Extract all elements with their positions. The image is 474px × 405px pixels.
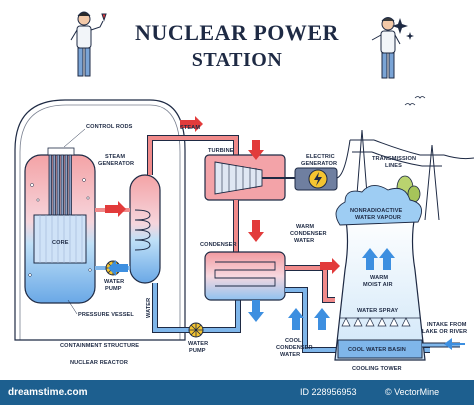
label-cool-water-basin: COOL WATER BASIN	[348, 347, 406, 353]
label-water-vertical: WATER	[146, 298, 152, 318]
title-line-2: STATION	[192, 49, 283, 71]
label-transmission-lines-1: TRANSMISSION	[372, 156, 416, 162]
bush-illustration	[396, 175, 421, 203]
label-pressure-vessel: PRESSURE VESSEL	[78, 312, 134, 318]
nuclear-power-station-diagram: NUCLEAR POWER STATION	[14, 11, 474, 372]
label-control-rods: CONTROL RODS	[86, 124, 133, 130]
water-spray-nozzles	[340, 317, 420, 327]
water-vapour-cloud	[335, 185, 423, 226]
bird-icons	[404, 96, 426, 106]
label-warm-condenser-water-1: WARM	[296, 224, 314, 230]
bubbles	[28, 178, 92, 277]
label-water-pump-bottom-1: WATER	[188, 341, 208, 347]
label-electric-generator-1: ELECTRIC	[306, 154, 335, 160]
label-water-spray: WATER SPRAY	[357, 308, 398, 314]
label-water-pump-left-2: PUMP	[105, 286, 122, 292]
label-water-pump-left-1: WATER	[104, 279, 124, 285]
label-intake-1: INTAKE FROM	[427, 322, 467, 328]
label-cool-condenser-water-1: COOL	[285, 338, 302, 344]
condenser	[204, 251, 286, 301]
label-core: CORE	[52, 240, 69, 246]
lightning-icon	[314, 172, 322, 186]
label-steam: STEAM	[180, 125, 200, 131]
label-electric-generator-2: GENERATOR	[301, 161, 337, 167]
label-warm-moist-air-1: WARM	[370, 275, 388, 281]
control-rods	[47, 147, 75, 226]
watermark-footer-bar: dreamstime.com ID 228956953 © VectorMine	[0, 380, 474, 405]
label-cool-condenser-water-3: WATER	[280, 352, 300, 358]
label-containment-structure: CONTAINMENT STRUCTURE	[60, 343, 139, 349]
reactor-core	[33, 214, 87, 264]
label-warm-moist-air-2: MOIST AIR	[363, 282, 393, 288]
label-condenser: CONDENSER	[200, 242, 237, 248]
image-id-text: ID 228956953	[300, 387, 357, 397]
cool-water-basin	[337, 339, 423, 359]
watermark-text: dreamstime.com	[8, 387, 88, 398]
label-steam-generator-1: STEAM	[105, 154, 125, 160]
title-line-1: NUCLEAR POWER	[135, 20, 340, 45]
label-cool-condenser-water-2: CONDENSER	[276, 345, 313, 351]
label-turbine: TURBINE	[208, 148, 234, 154]
credit-text: © VectorMine	[385, 387, 440, 397]
sparkle-icons	[392, 18, 414, 40]
label-water-pump-bottom-2: PUMP	[189, 348, 206, 354]
label-cooling-tower: COOLING TOWER	[352, 366, 402, 372]
label-warm-condenser-water-2: CONDENSER	[290, 231, 327, 237]
warm-water-pipe	[285, 265, 335, 303]
label-intake-2: LAKE OR RIVER	[422, 329, 467, 335]
flow-arrows	[105, 116, 465, 350]
person-left-illustration	[70, 11, 107, 77]
label-nuclear-reactor: NUCLEAR REACTOR	[70, 360, 128, 366]
label-warm-condenser-water-3: WATER	[294, 238, 314, 244]
water-pump-bottom	[188, 322, 204, 338]
person-right-illustration	[371, 17, 401, 79]
label-steam-generator-2: GENERATOR	[98, 161, 134, 167]
label-nonradioactive-2: WATER VAPOUR	[355, 215, 401, 221]
label-nonradioactive-1: NONRADIOACTIVE	[350, 208, 403, 214]
label-transmission-lines-2: LINES	[385, 163, 402, 169]
